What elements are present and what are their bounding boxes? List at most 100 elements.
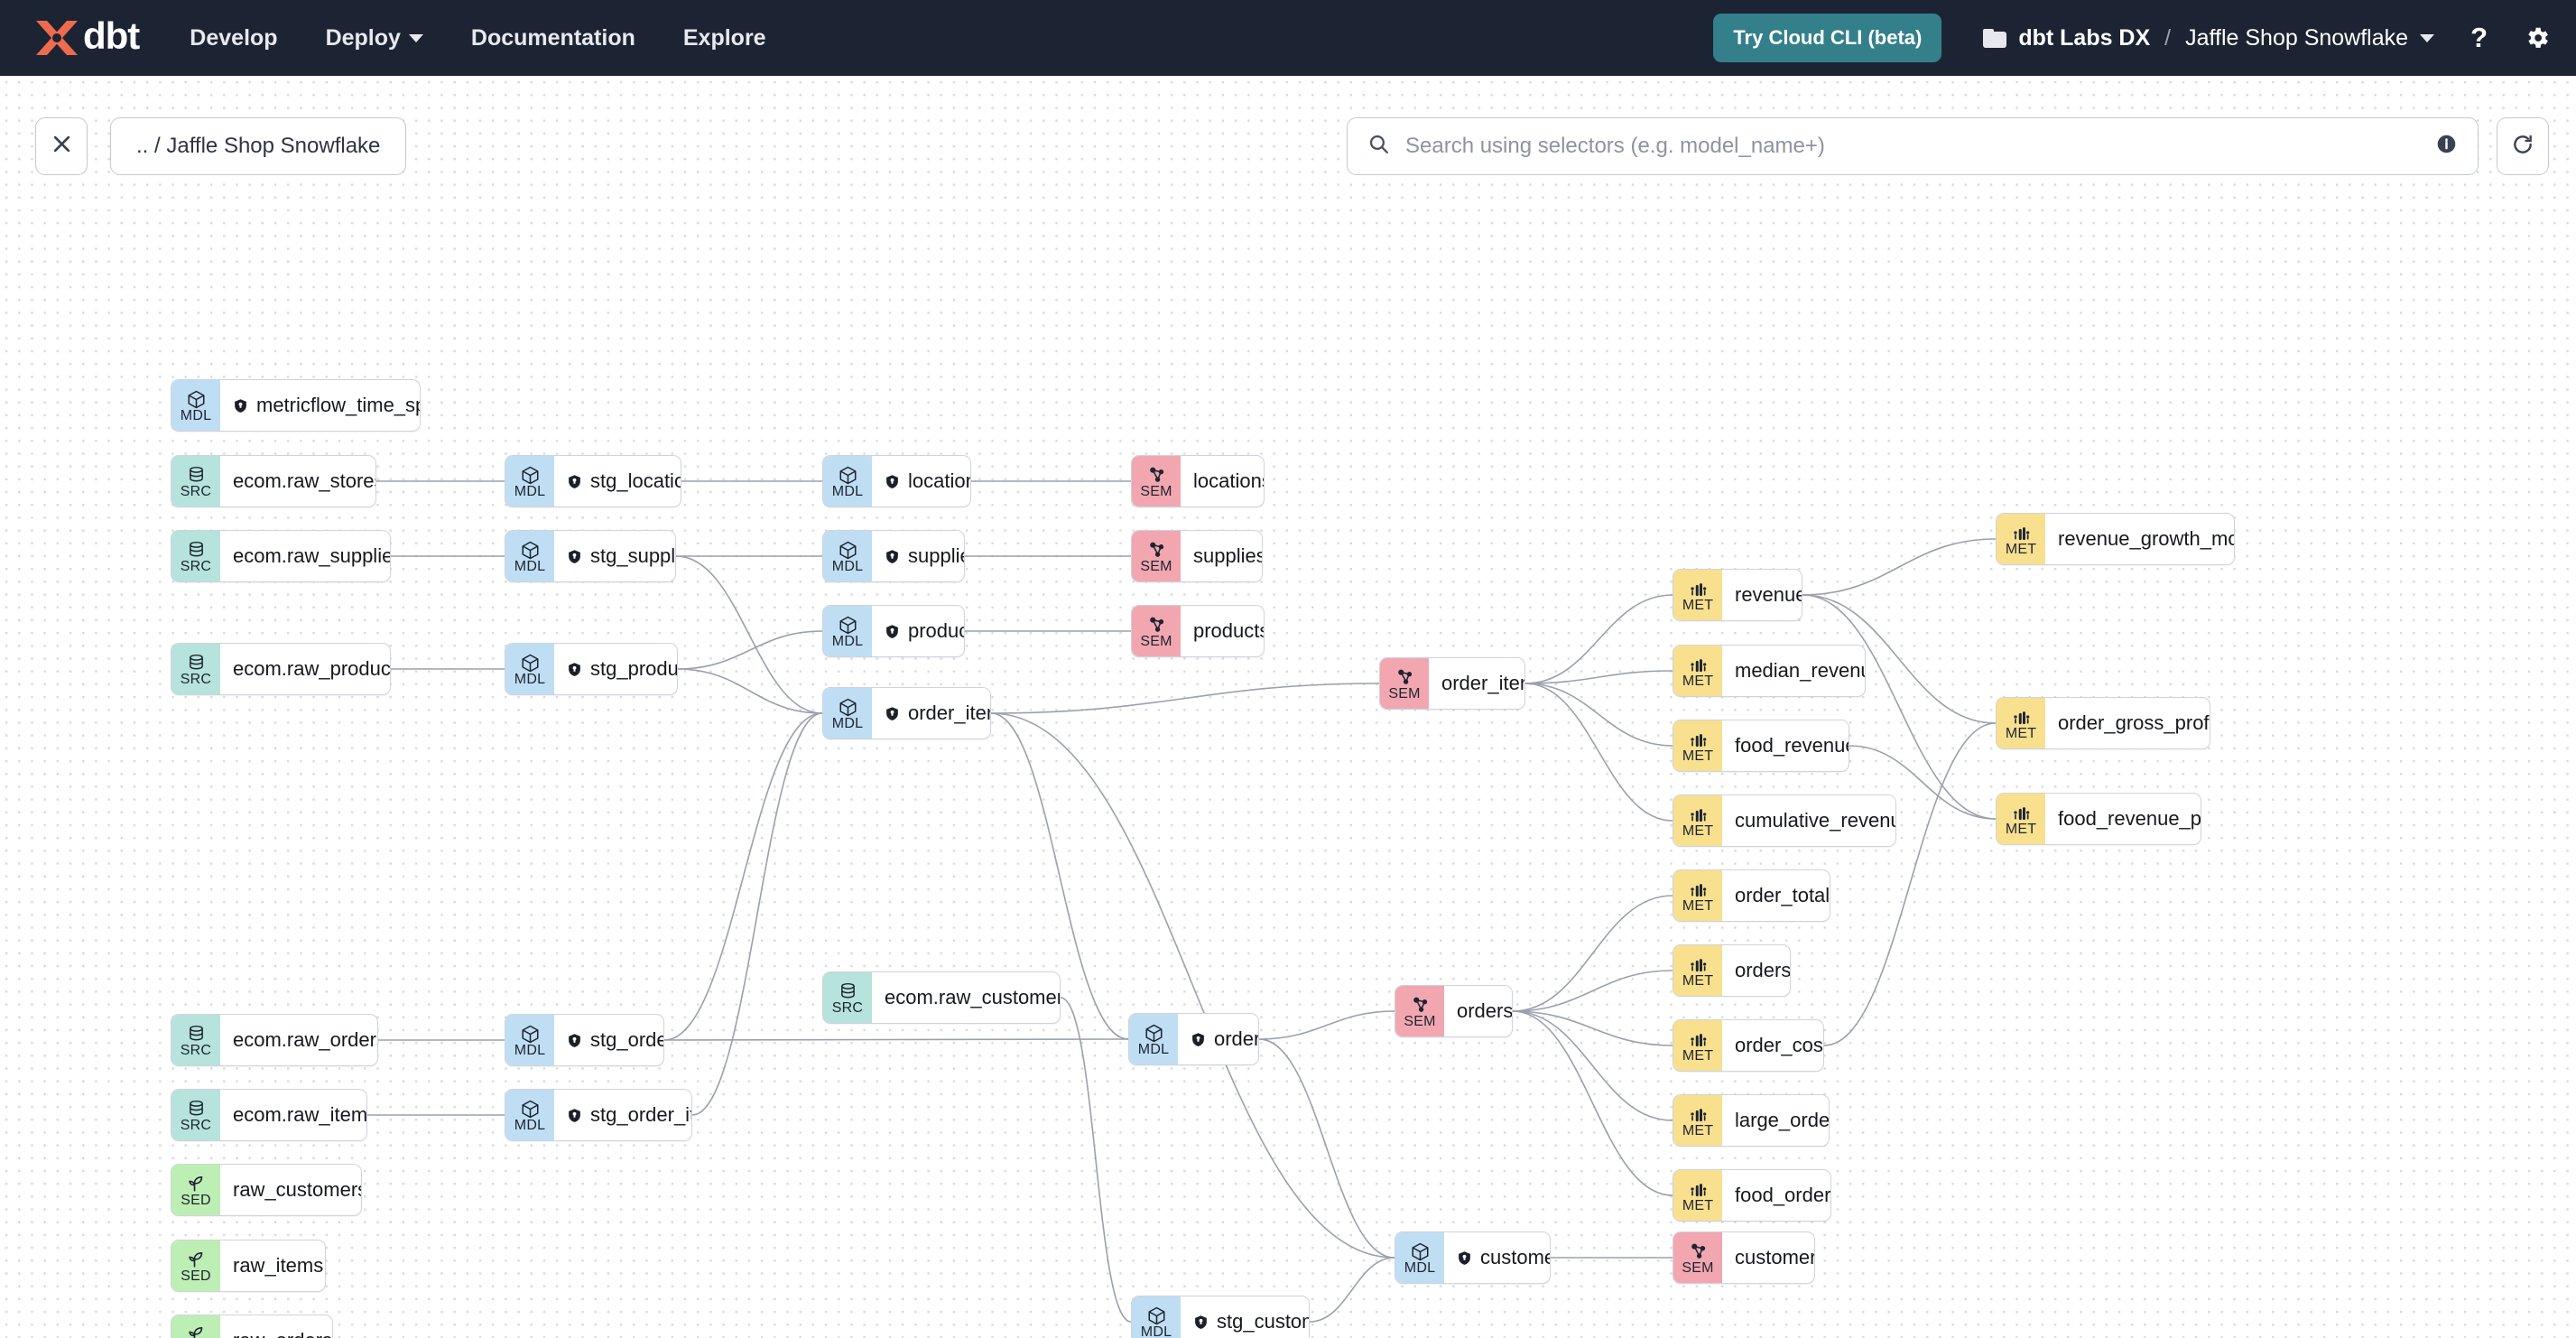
- shield-icon: [885, 705, 900, 722]
- lineage-node-stg_order_items[interactable]: MDL stg_order_items: [505, 1089, 692, 1141]
- lineage-node-order_items[interactable]: MDL order_items: [822, 687, 991, 739]
- cube-icon: [520, 1099, 541, 1119]
- node-type-badge-mdl: MDL: [505, 644, 554, 694]
- node-type-badge-src: SRC: [171, 456, 220, 506]
- try-cloud-cli-button[interactable]: Try Cloud CLI (beta): [1713, 14, 1942, 62]
- nav-link-documentation[interactable]: Documentation: [471, 25, 635, 51]
- cube-icon: [1144, 1023, 1164, 1043]
- node-type-badge-met: MET: [1673, 720, 1722, 771]
- shield-icon: [567, 473, 582, 490]
- node-type-label: MET: [2005, 822, 2037, 837]
- search-bar[interactable]: [1347, 117, 2479, 175]
- node-type-label: MET: [2005, 726, 2037, 741]
- breadcrumb[interactable]: .. / Jaffle Shop Snowflake: [110, 117, 407, 175]
- lineage-edge-sem_orders-to-met_order_total: [1512, 895, 1673, 1012]
- semantic-graph-icon: [1146, 465, 1167, 485]
- help-icon[interactable]: ?: [2470, 22, 2488, 53]
- lineage-node-stg_products[interactable]: MDL stg_products: [505, 643, 678, 695]
- node-body: order_cost: [1722, 1020, 1824, 1071]
- gear-icon[interactable]: [2524, 24, 2551, 51]
- bar-chart-icon: [1688, 579, 1709, 599]
- nav-link-deploy[interactable]: Deploy: [326, 25, 423, 51]
- lineage-node-products[interactable]: MDL products: [822, 605, 965, 657]
- chevron-down-icon[interactable]: [2420, 33, 2435, 42]
- lineage-node-stg_supplies[interactable]: MDL stg_supplies: [505, 530, 676, 582]
- node-type-label: SRC: [180, 672, 212, 687]
- node-body: ecom.raw_stores: [220, 456, 376, 506]
- lineage-node-metricflow_time_spine[interactable]: MDL metricflow_time_spine: [171, 379, 421, 432]
- lineage-node-stg_orders[interactable]: MDL stg_orders: [505, 1014, 664, 1066]
- lineage-node-customers_mdl[interactable]: MDL customers: [1395, 1231, 1551, 1284]
- node-type-label: MET: [1682, 1123, 1714, 1138]
- node-type-label: SED: [181, 1193, 211, 1208]
- node-label: supplies: [908, 544, 964, 567]
- bar-chart-icon: [1688, 1104, 1709, 1124]
- lineage-node-stg_locations[interactable]: MDL stg_locations: [505, 455, 681, 507]
- lineage-edge-ecom_raw_customers-to-stg_customers: [1060, 997, 1132, 1323]
- semantic-graph-icon: [1395, 667, 1415, 687]
- node-type-badge-src: SRC: [171, 531, 220, 581]
- sprout-icon: [186, 1250, 206, 1269]
- lineage-node-ecom_raw_stores[interactable]: SRC ecom.raw_stores: [171, 455, 376, 507]
- node-label: ecom.raw_stores: [233, 469, 376, 492]
- node-label: ecom.raw_items: [233, 1103, 367, 1126]
- search-input[interactable]: [1405, 134, 2420, 159]
- lineage-node-stg_customers[interactable]: MDL stg_customers: [1131, 1296, 1310, 1338]
- org-project-breadcrumb[interactable]: dbt Labs DX / Jaffle Shop Snowflake: [1983, 25, 2435, 51]
- node-label: order_items: [908, 702, 990, 724]
- nav-link-develop[interactable]: Develop: [190, 25, 277, 51]
- lineage-graph-canvas[interactable]: MDL metricflow_time_spine SRC ecom.raw_st…: [0, 76, 2576, 1338]
- nav-link-explore[interactable]: Explore: [683, 25, 766, 51]
- dbt-wordmark: dbt: [83, 14, 140, 57]
- lineage-node-sem_customers[interactable]: SEMcustomers: [1673, 1231, 1815, 1284]
- node-label: raw_items: [233, 1254, 324, 1277]
- node-body: raw_items: [220, 1240, 325, 1291]
- refresh-button[interactable]: [2497, 117, 2549, 175]
- cube-icon: [520, 540, 541, 560]
- node-type-badge-mdl: MDL: [505, 1015, 554, 1065]
- close-button[interactable]: [35, 117, 88, 175]
- bar-chart-icon: [2011, 707, 2032, 727]
- lineage-edge-sem_order_item-to-met_food_revenue: [1524, 683, 1673, 747]
- dbt-logo[interactable]: dbt: [31, 14, 140, 59]
- info-icon[interactable]: [2435, 133, 2458, 160]
- node-label: products: [1193, 619, 1265, 642]
- node-label: order_cost: [1735, 1034, 1824, 1056]
- node-body: orders: [1444, 986, 1512, 1036]
- search-icon: [1367, 133, 1390, 160]
- lineage-edge-stg_orders-to-orders_mdl: [663, 1038, 1129, 1041]
- cube-icon: [520, 653, 541, 673]
- node-type-badge-sed: SED: [171, 1165, 220, 1215]
- lineage-node-locations[interactable]: MDL locations: [822, 455, 971, 507]
- lineage-node-orders_mdl[interactable]: MDL orders: [1128, 1013, 1259, 1065]
- lineage-node-supplies[interactable]: MDL supplies: [822, 530, 965, 582]
- node-type-label: MDL: [831, 484, 864, 499]
- node-label: ecom.raw_orders: [233, 1028, 378, 1051]
- node-label: orders: [1214, 1027, 1258, 1050]
